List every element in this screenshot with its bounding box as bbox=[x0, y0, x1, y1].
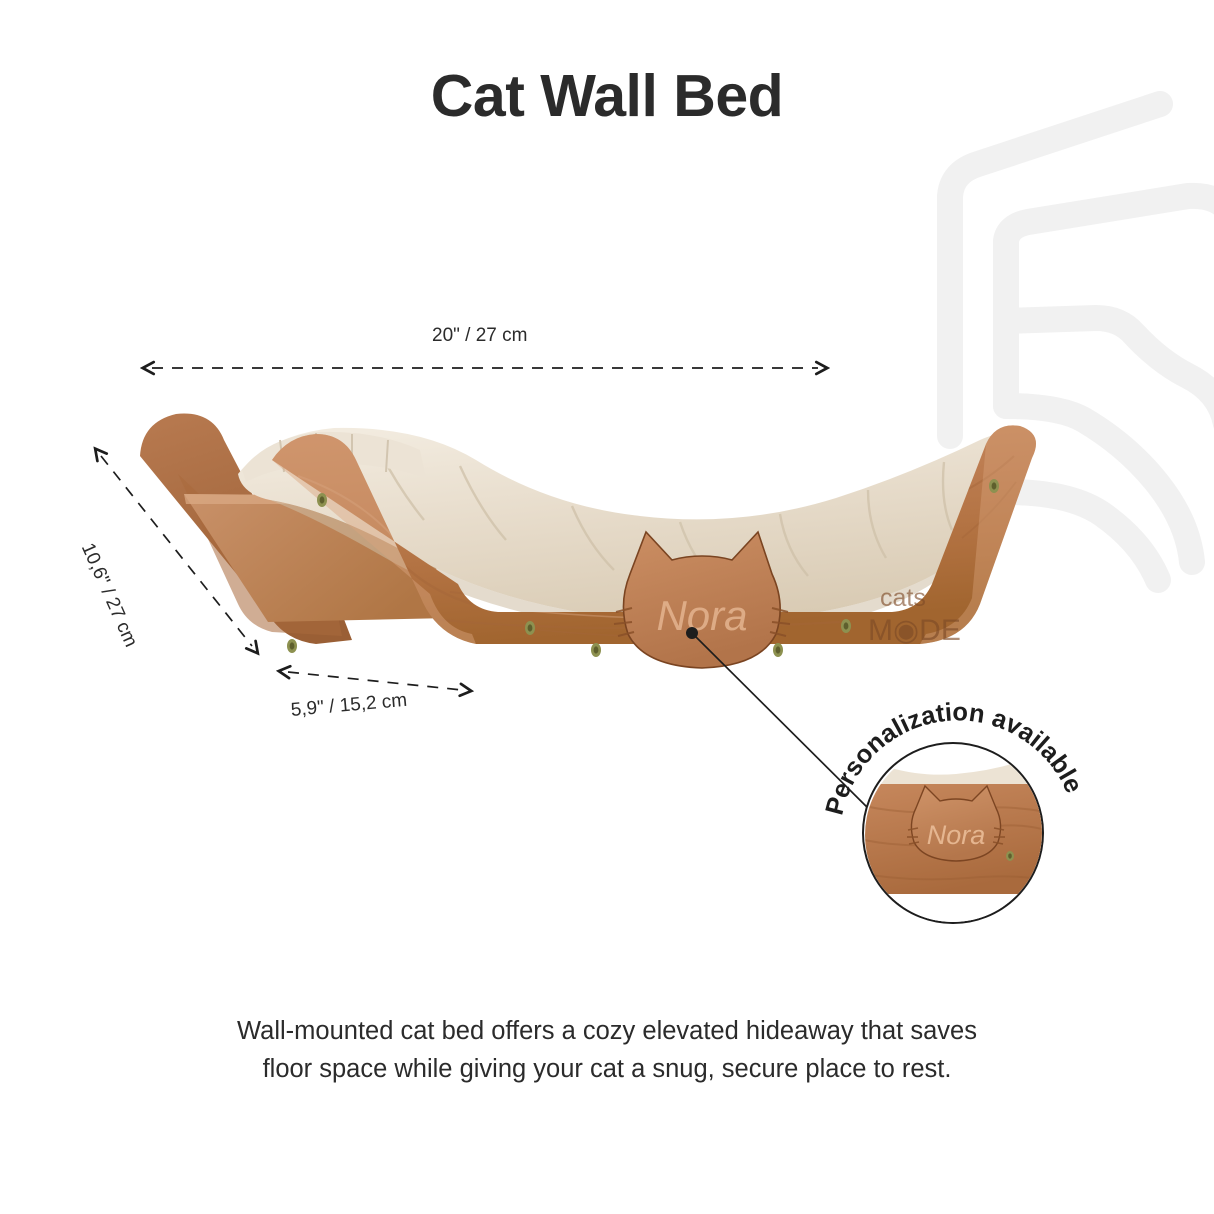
brand-line-1: cats bbox=[880, 584, 926, 612]
personalization-curved-label: Personalization available bbox=[821, 698, 1088, 817]
detail-circle-ring: Nora bbox=[862, 742, 1044, 924]
page-title: Cat Wall Bed bbox=[430, 63, 784, 129]
plaque-engraved-name: Nora bbox=[656, 592, 747, 639]
personalization-text: Personalization available bbox=[821, 698, 1088, 817]
description-line-2: floor space while giving your cat a snug… bbox=[262, 1055, 952, 1083]
personalization-detail-callout: Nora Personalization available bbox=[821, 698, 1088, 924]
product-illustration: Nora cats M◉DE bbox=[140, 413, 1036, 669]
dimension-label-width: 20" / 27 cm bbox=[432, 325, 528, 346]
description-line-1: Wall-mounted cat bed offers a cozy eleva… bbox=[237, 1017, 977, 1045]
dimension-label-depth: 5,9" / 15,2 cm bbox=[290, 689, 408, 721]
detail-engraved-name: Nora bbox=[927, 820, 986, 850]
brand-line-2: M◉DE bbox=[868, 614, 961, 647]
product-description: Wall-mounted cat bed offers a cozy eleva… bbox=[167, 1012, 1047, 1088]
